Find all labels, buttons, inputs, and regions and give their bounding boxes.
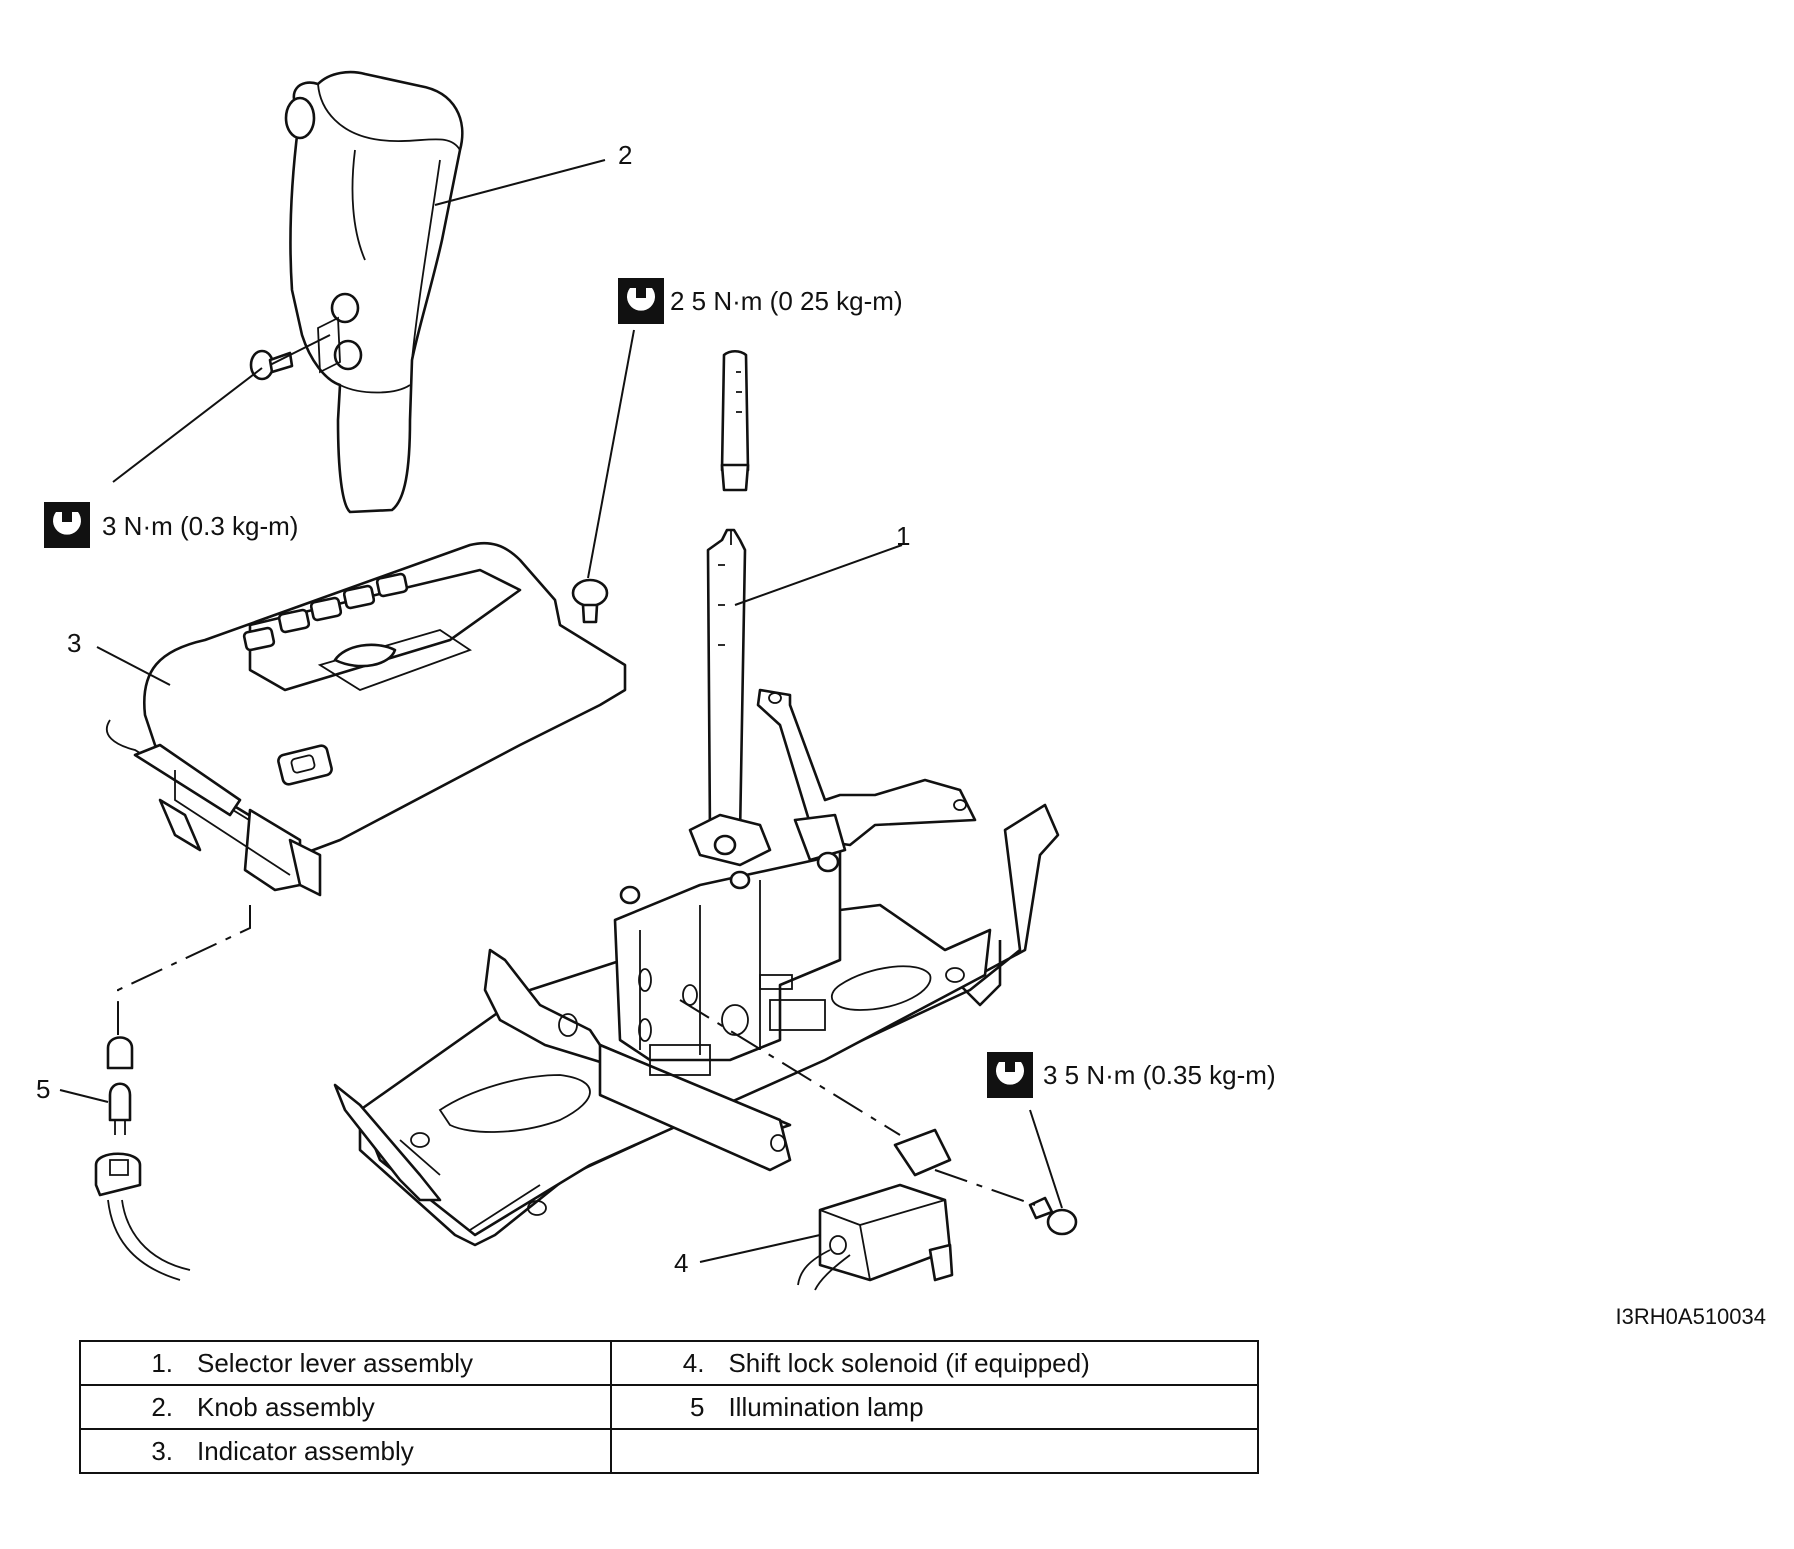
legend-label: Indicator assembly xyxy=(197,1435,414,1466)
callout-1: 1 xyxy=(896,521,910,551)
leader-lines xyxy=(59,159,1063,1263)
legend-label: Illumination lamp xyxy=(728,1391,924,1422)
wrench-icon xyxy=(44,502,90,548)
table-row: 2. Knob assembly 5 Illumination lamp xyxy=(78,1384,1259,1430)
legend-cell: 2. Knob assembly xyxy=(78,1384,613,1430)
legend-label: Shift lock solenoid (if equipped) xyxy=(728,1347,1090,1378)
torque-value: 3 5 N·m (0.35 kg-m) xyxy=(1043,1060,1276,1090)
legend-cell: 1. Selector lever assembly xyxy=(78,1340,613,1386)
legend-number: 3. xyxy=(151,1435,173,1466)
selector-lever-assembly xyxy=(333,349,1060,1247)
callout-5: 5 xyxy=(36,1074,50,1104)
solenoid-bolt xyxy=(1028,1196,1078,1236)
callout-2: 2 xyxy=(618,140,632,170)
wrench-icon xyxy=(618,278,664,324)
knob-assembly xyxy=(284,70,464,514)
table-row: 1. Selector lever assembly 4. Shift lock s… xyxy=(78,1340,1259,1386)
shift-lock-solenoid xyxy=(797,1128,954,1291)
image-code: I3RH0A510034 xyxy=(1616,1304,1766,1329)
torque-spec-knob-screw: 3 N·m (0.3 kg-m) xyxy=(44,502,298,548)
legend-number: 2. xyxy=(151,1391,173,1422)
legend-cell xyxy=(610,1428,1259,1474)
indicator-assembly xyxy=(105,541,627,897)
legend-number: 4. xyxy=(682,1347,705,1378)
torque-value: 3 N·m (0.3 kg-m) xyxy=(102,511,298,541)
torque-spec-indicator-screw: 2 5 N·m (0 25 kg-m) xyxy=(618,278,903,324)
torque-spec-solenoid-bolt: 3 5 N·m (0.35 kg-m) xyxy=(987,1052,1276,1098)
table-row: 3. Indicator assembly xyxy=(78,1428,1259,1474)
alignment-lines xyxy=(117,905,1036,1206)
illumination-lamp xyxy=(94,1036,191,1281)
wrench-icon xyxy=(987,1052,1033,1098)
indicator-screw xyxy=(571,578,609,624)
torque-value: 2 5 N·m (0 25 kg-m) xyxy=(670,286,903,316)
legend-cell: 4. Shift lock solenoid (if equipped) xyxy=(610,1340,1259,1386)
parts-legend-table: 1. Selector lever assembly 4. Shift lock s… xyxy=(78,1340,1259,1474)
legend-cell: 5 Illumination lamp xyxy=(610,1384,1259,1430)
legend-label: Knob assembly xyxy=(197,1391,375,1422)
legend-label: Selector lever assembly xyxy=(197,1347,473,1378)
callout-4: 4 xyxy=(674,1248,688,1278)
legend-number: 1. xyxy=(151,1347,173,1378)
callout-3: 3 xyxy=(67,628,81,658)
legend-cell: 3. Indicator assembly xyxy=(78,1428,613,1474)
legend-number: 5 xyxy=(689,1391,705,1422)
